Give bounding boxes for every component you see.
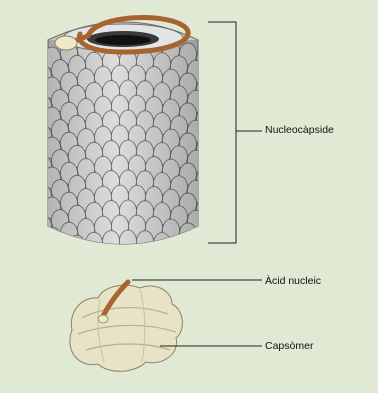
capsomer-scale (197, 108, 214, 130)
capsomer-scale (197, 198, 214, 220)
capsomer-scale (52, 240, 69, 262)
capsomer-scale (112, 245, 129, 267)
capsomer-scale (146, 247, 163, 269)
capsomer-scale (205, 96, 222, 118)
capsomer-scale (137, 261, 154, 283)
capsomer-scale (120, 260, 137, 282)
capsomer-scale (163, 249, 180, 271)
nucleocapsid-label: Nucleocàpside (265, 124, 334, 136)
capsomer-scale (78, 249, 95, 271)
capsomer-scale (95, 246, 112, 268)
capsomer-label: Capsòmer (265, 340, 313, 352)
capsomer-scale (27, 53, 44, 75)
capsomer-scale (35, 275, 52, 297)
capsomer-scale (188, 240, 205, 262)
capsomer-scale (154, 263, 171, 285)
capsomer-scale (171, 236, 188, 258)
nucleic-acid-label: Àcid nucleic (265, 275, 321, 287)
capsomer-scale (86, 262, 103, 284)
capsomer-scale (27, 263, 44, 285)
capsomer-scale (69, 265, 86, 287)
capsomer-scale (197, 78, 214, 100)
capsomer-scale (205, 126, 222, 148)
nucleocapsid-tube (27, 22, 222, 298)
capsomer-scale (27, 83, 44, 105)
capsomer-scale (27, 143, 44, 165)
capsomer-scale (188, 270, 205, 292)
capsomer-scale (205, 66, 222, 88)
capsomer-scale (129, 245, 146, 267)
capsomer-illustration (70, 282, 183, 371)
capsomer-scale (103, 261, 120, 283)
nucleocapsid-bracket (208, 22, 262, 243)
capsomer-scale (171, 266, 188, 288)
capsomer-scale (27, 173, 44, 195)
capsomer-scale (52, 270, 69, 292)
capsomer-scale (35, 245, 52, 267)
capsomer-scale (205, 186, 222, 208)
capsomer-scale (197, 228, 214, 250)
capsomer-scale (205, 216, 222, 238)
capsomer-scale (197, 138, 214, 160)
capsomer-scale (180, 253, 197, 275)
capsomer-scale (205, 156, 222, 178)
capsomer-scale (205, 276, 222, 298)
capsomer-scale (27, 233, 44, 255)
capsomer-scale (27, 203, 44, 225)
capsomer-scale (197, 258, 214, 280)
capsomer-scale (27, 113, 44, 135)
capsomer-scale (205, 246, 222, 268)
capsomer-scale (197, 168, 214, 190)
capsomer-scale (61, 252, 78, 274)
capsomer-scale (197, 48, 214, 70)
capsomer-scale (44, 257, 61, 279)
